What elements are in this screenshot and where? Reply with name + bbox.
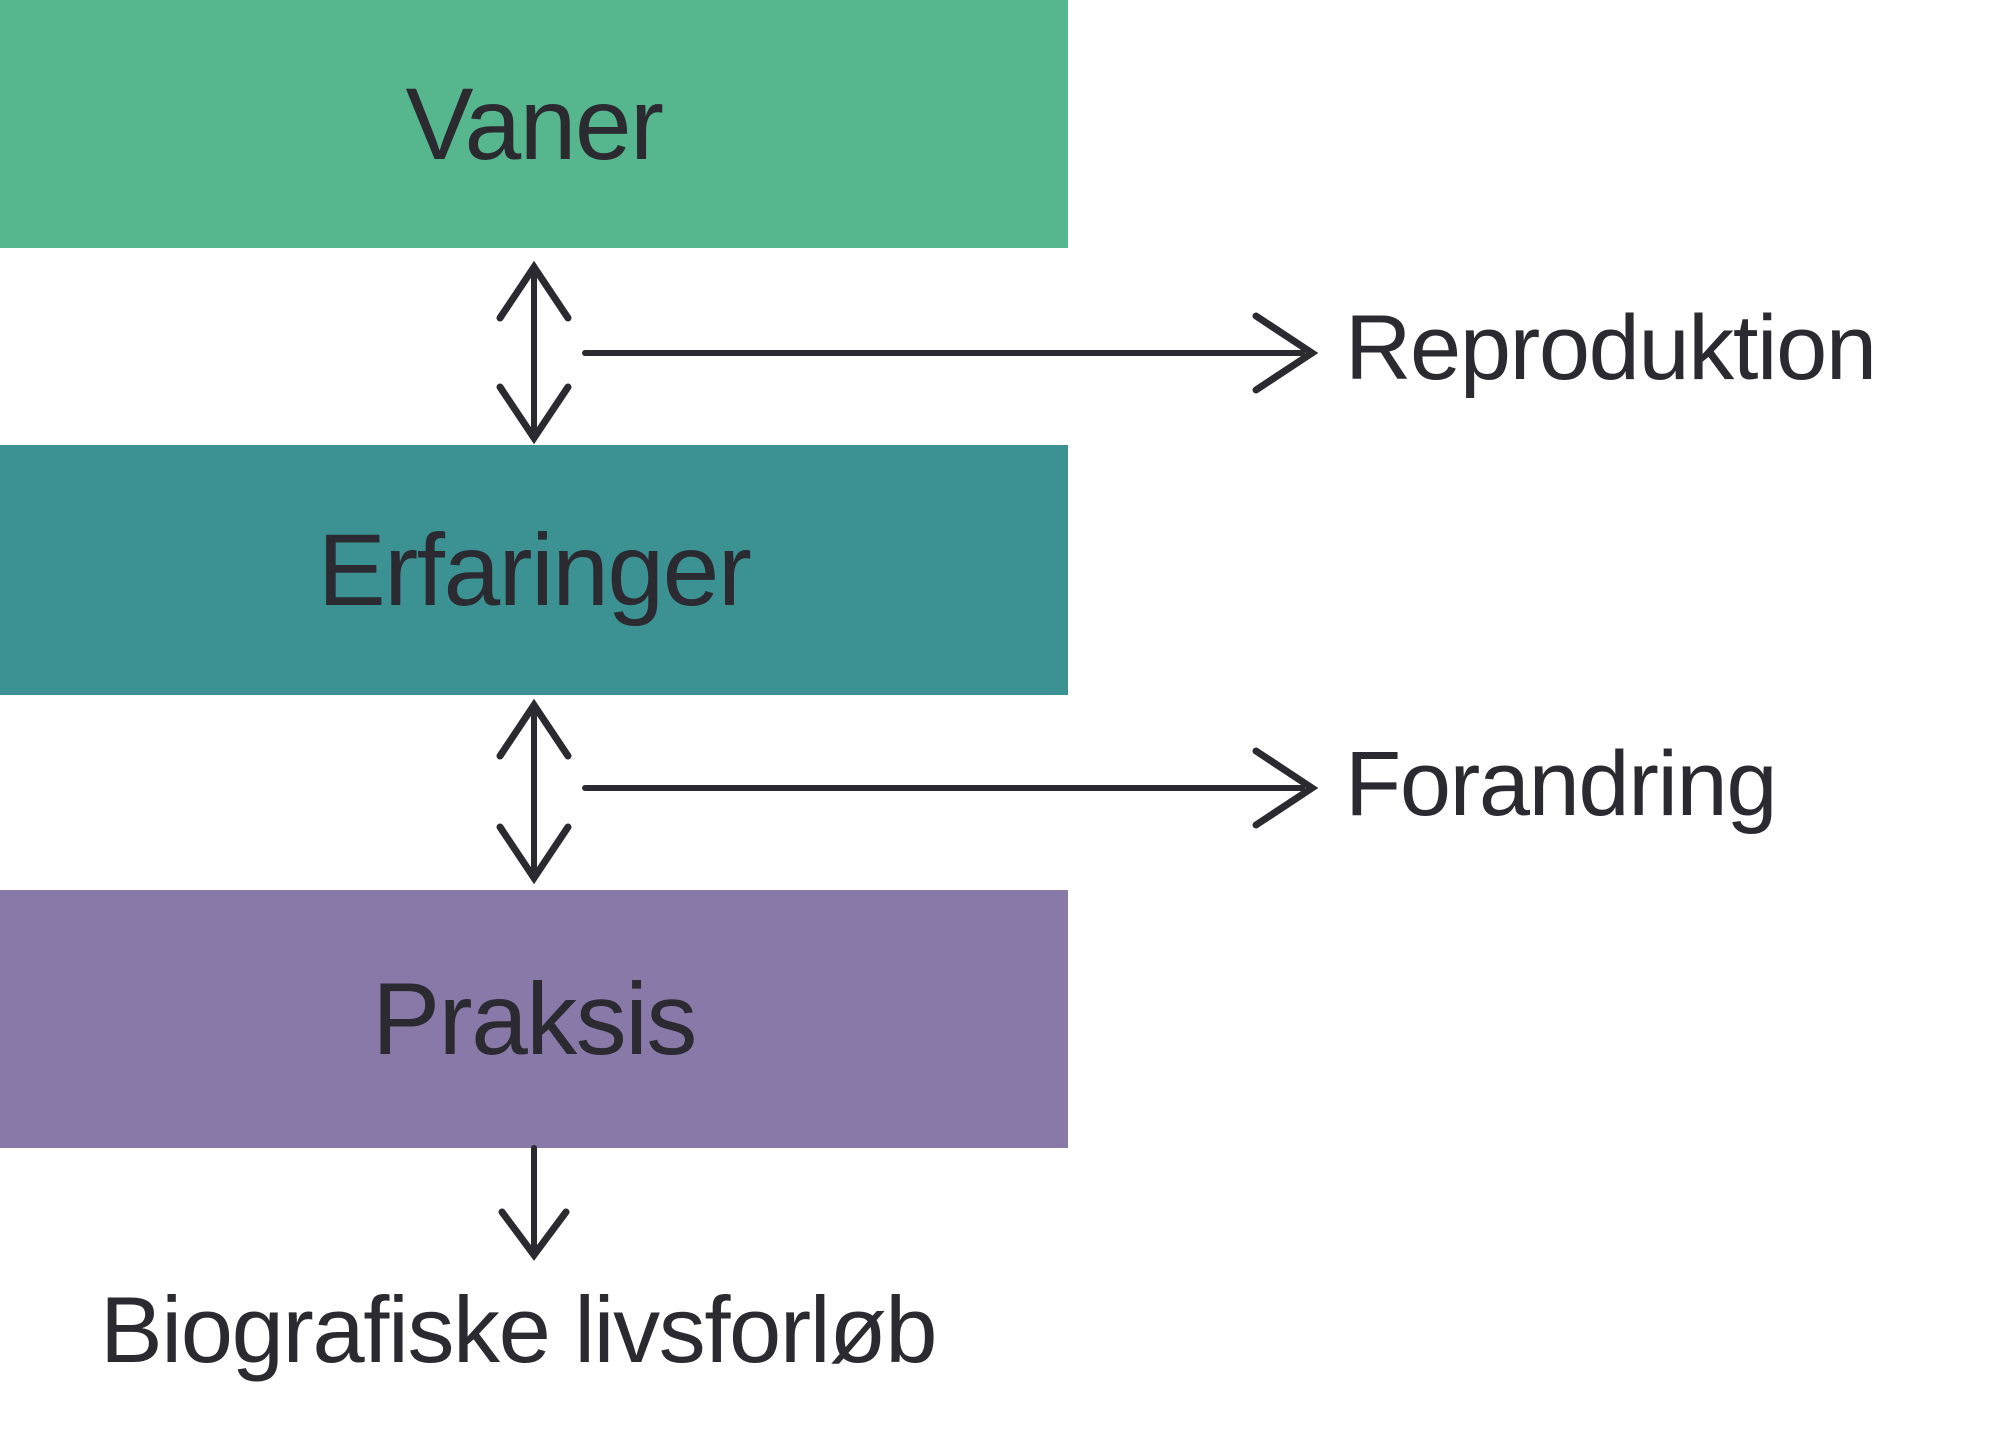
- label-forandring: Forandring: [1345, 733, 1777, 835]
- node-erfaringer: Erfaringer: [0, 445, 1068, 695]
- node-vaner-label: Vaner: [405, 66, 664, 181]
- node-praksis: Praksis: [0, 890, 1068, 1148]
- down-arrow-biografiske-icon: [498, 1145, 570, 1261]
- right-arrow-reproduktion-icon: [582, 312, 1319, 394]
- node-erfaringer-label: Erfaringer: [317, 512, 752, 627]
- label-reproduktion: Reproduktion: [1345, 297, 1877, 399]
- double-arrow-vaner-erfaringer-icon: [496, 260, 572, 445]
- node-praksis-label: Praksis: [372, 961, 697, 1076]
- right-arrow-forandring-icon: [582, 747, 1319, 829]
- node-vaner: Vaner: [0, 0, 1068, 248]
- double-arrow-erfaringer-praksis-icon: [496, 698, 572, 885]
- label-biografiske-livsforloeb: Biografiske livsforløb: [100, 1277, 938, 1382]
